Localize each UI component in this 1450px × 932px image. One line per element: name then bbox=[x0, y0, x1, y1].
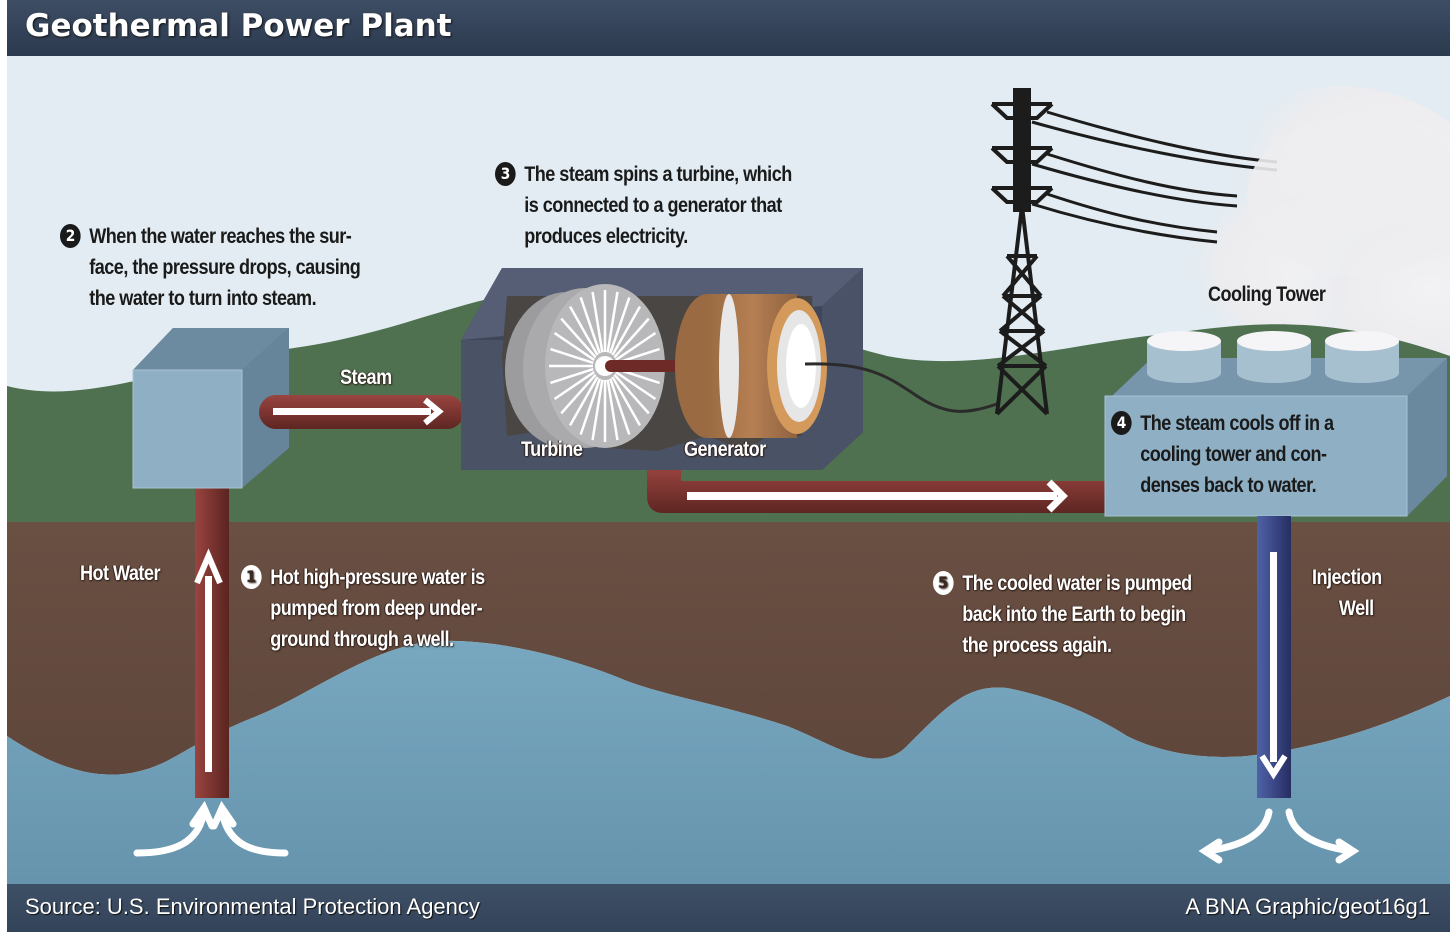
turbine-blade bbox=[611, 305, 642, 356]
outflow-arrows-icon bbox=[1198, 808, 1360, 864]
title-bar: Geothermal Power Plant bbox=[7, 0, 1450, 58]
page-title: Geothermal Power Plant bbox=[25, 8, 452, 44]
turbine-blade bbox=[606, 291, 619, 353]
turbine-blade bbox=[613, 373, 650, 415]
step-1-badge: 1 bbox=[241, 565, 262, 589]
turbine-blade bbox=[606, 379, 619, 441]
transmission-tower-icon bbox=[990, 88, 1278, 416]
shaft bbox=[605, 360, 685, 372]
turbine-blade bbox=[615, 331, 657, 361]
power-cable bbox=[804, 362, 998, 413]
generator-label: Generator bbox=[684, 438, 766, 461]
graphic-credit: A BNA Graphic/geot16g1 bbox=[1185, 894, 1430, 919]
hot-water-label: Hot Water bbox=[80, 562, 160, 585]
footer-bar: Source: U.S. Environmental Protection Ag… bbox=[7, 884, 1450, 932]
arrow-right-icon bbox=[687, 479, 1068, 513]
turbine-blade bbox=[553, 371, 595, 401]
step-3-badge: 3 bbox=[495, 162, 516, 186]
turbine-blade bbox=[609, 378, 631, 435]
steam-label: Steam bbox=[340, 366, 392, 389]
turbine-blade bbox=[560, 373, 597, 415]
cooling-fan-icon bbox=[1325, 331, 1399, 383]
soil-layer bbox=[7, 522, 1450, 775]
cooling-tower bbox=[1104, 331, 1447, 517]
cooling-tower-label: Cooling Tower bbox=[1208, 283, 1326, 306]
flash-tank bbox=[132, 328, 289, 489]
step-4-badge: 4 bbox=[1111, 411, 1132, 435]
turbine-blade bbox=[609, 297, 631, 354]
turbine-blade bbox=[611, 376, 642, 427]
step-5-badge: 5 bbox=[933, 571, 954, 595]
cooling-fan-icon bbox=[1147, 331, 1221, 383]
turbine-blade bbox=[553, 331, 595, 361]
turbine-blade bbox=[568, 376, 599, 427]
arrow-down-icon bbox=[1259, 552, 1288, 780]
arrow-right-icon bbox=[273, 397, 444, 426]
cooling-fan-icon bbox=[1237, 331, 1311, 383]
inflow-arrows-icon bbox=[133, 800, 289, 857]
generator-icon bbox=[675, 294, 827, 438]
turbine-label: Turbine bbox=[521, 438, 583, 461]
arrow-up-icon bbox=[194, 548, 223, 772]
turbine-blade bbox=[568, 305, 599, 356]
turbine-blade bbox=[591, 379, 604, 441]
condensate-pipe bbox=[647, 466, 1112, 513]
turbine-blade bbox=[615, 371, 657, 401]
turbine-blade bbox=[591, 291, 604, 353]
diagram-scene: Steam Turbine Generator Cooling Tower Ho… bbox=[7, 56, 1450, 884]
diagram-artwork bbox=[7, 56, 1450, 884]
injection-well-label: Injection Well bbox=[1312, 566, 1382, 620]
step-2-badge: 2 bbox=[60, 224, 81, 248]
source-credit: Source: U.S. Environmental Protection Ag… bbox=[25, 894, 480, 919]
turbine-blade bbox=[550, 367, 594, 385]
turbine-blade bbox=[579, 297, 601, 354]
hot-water-reservoir bbox=[7, 640, 1450, 884]
turbine-blade bbox=[560, 317, 597, 359]
turbine-blade bbox=[550, 347, 594, 365]
turbine-blade bbox=[613, 317, 650, 359]
turbine-blade bbox=[579, 378, 601, 435]
